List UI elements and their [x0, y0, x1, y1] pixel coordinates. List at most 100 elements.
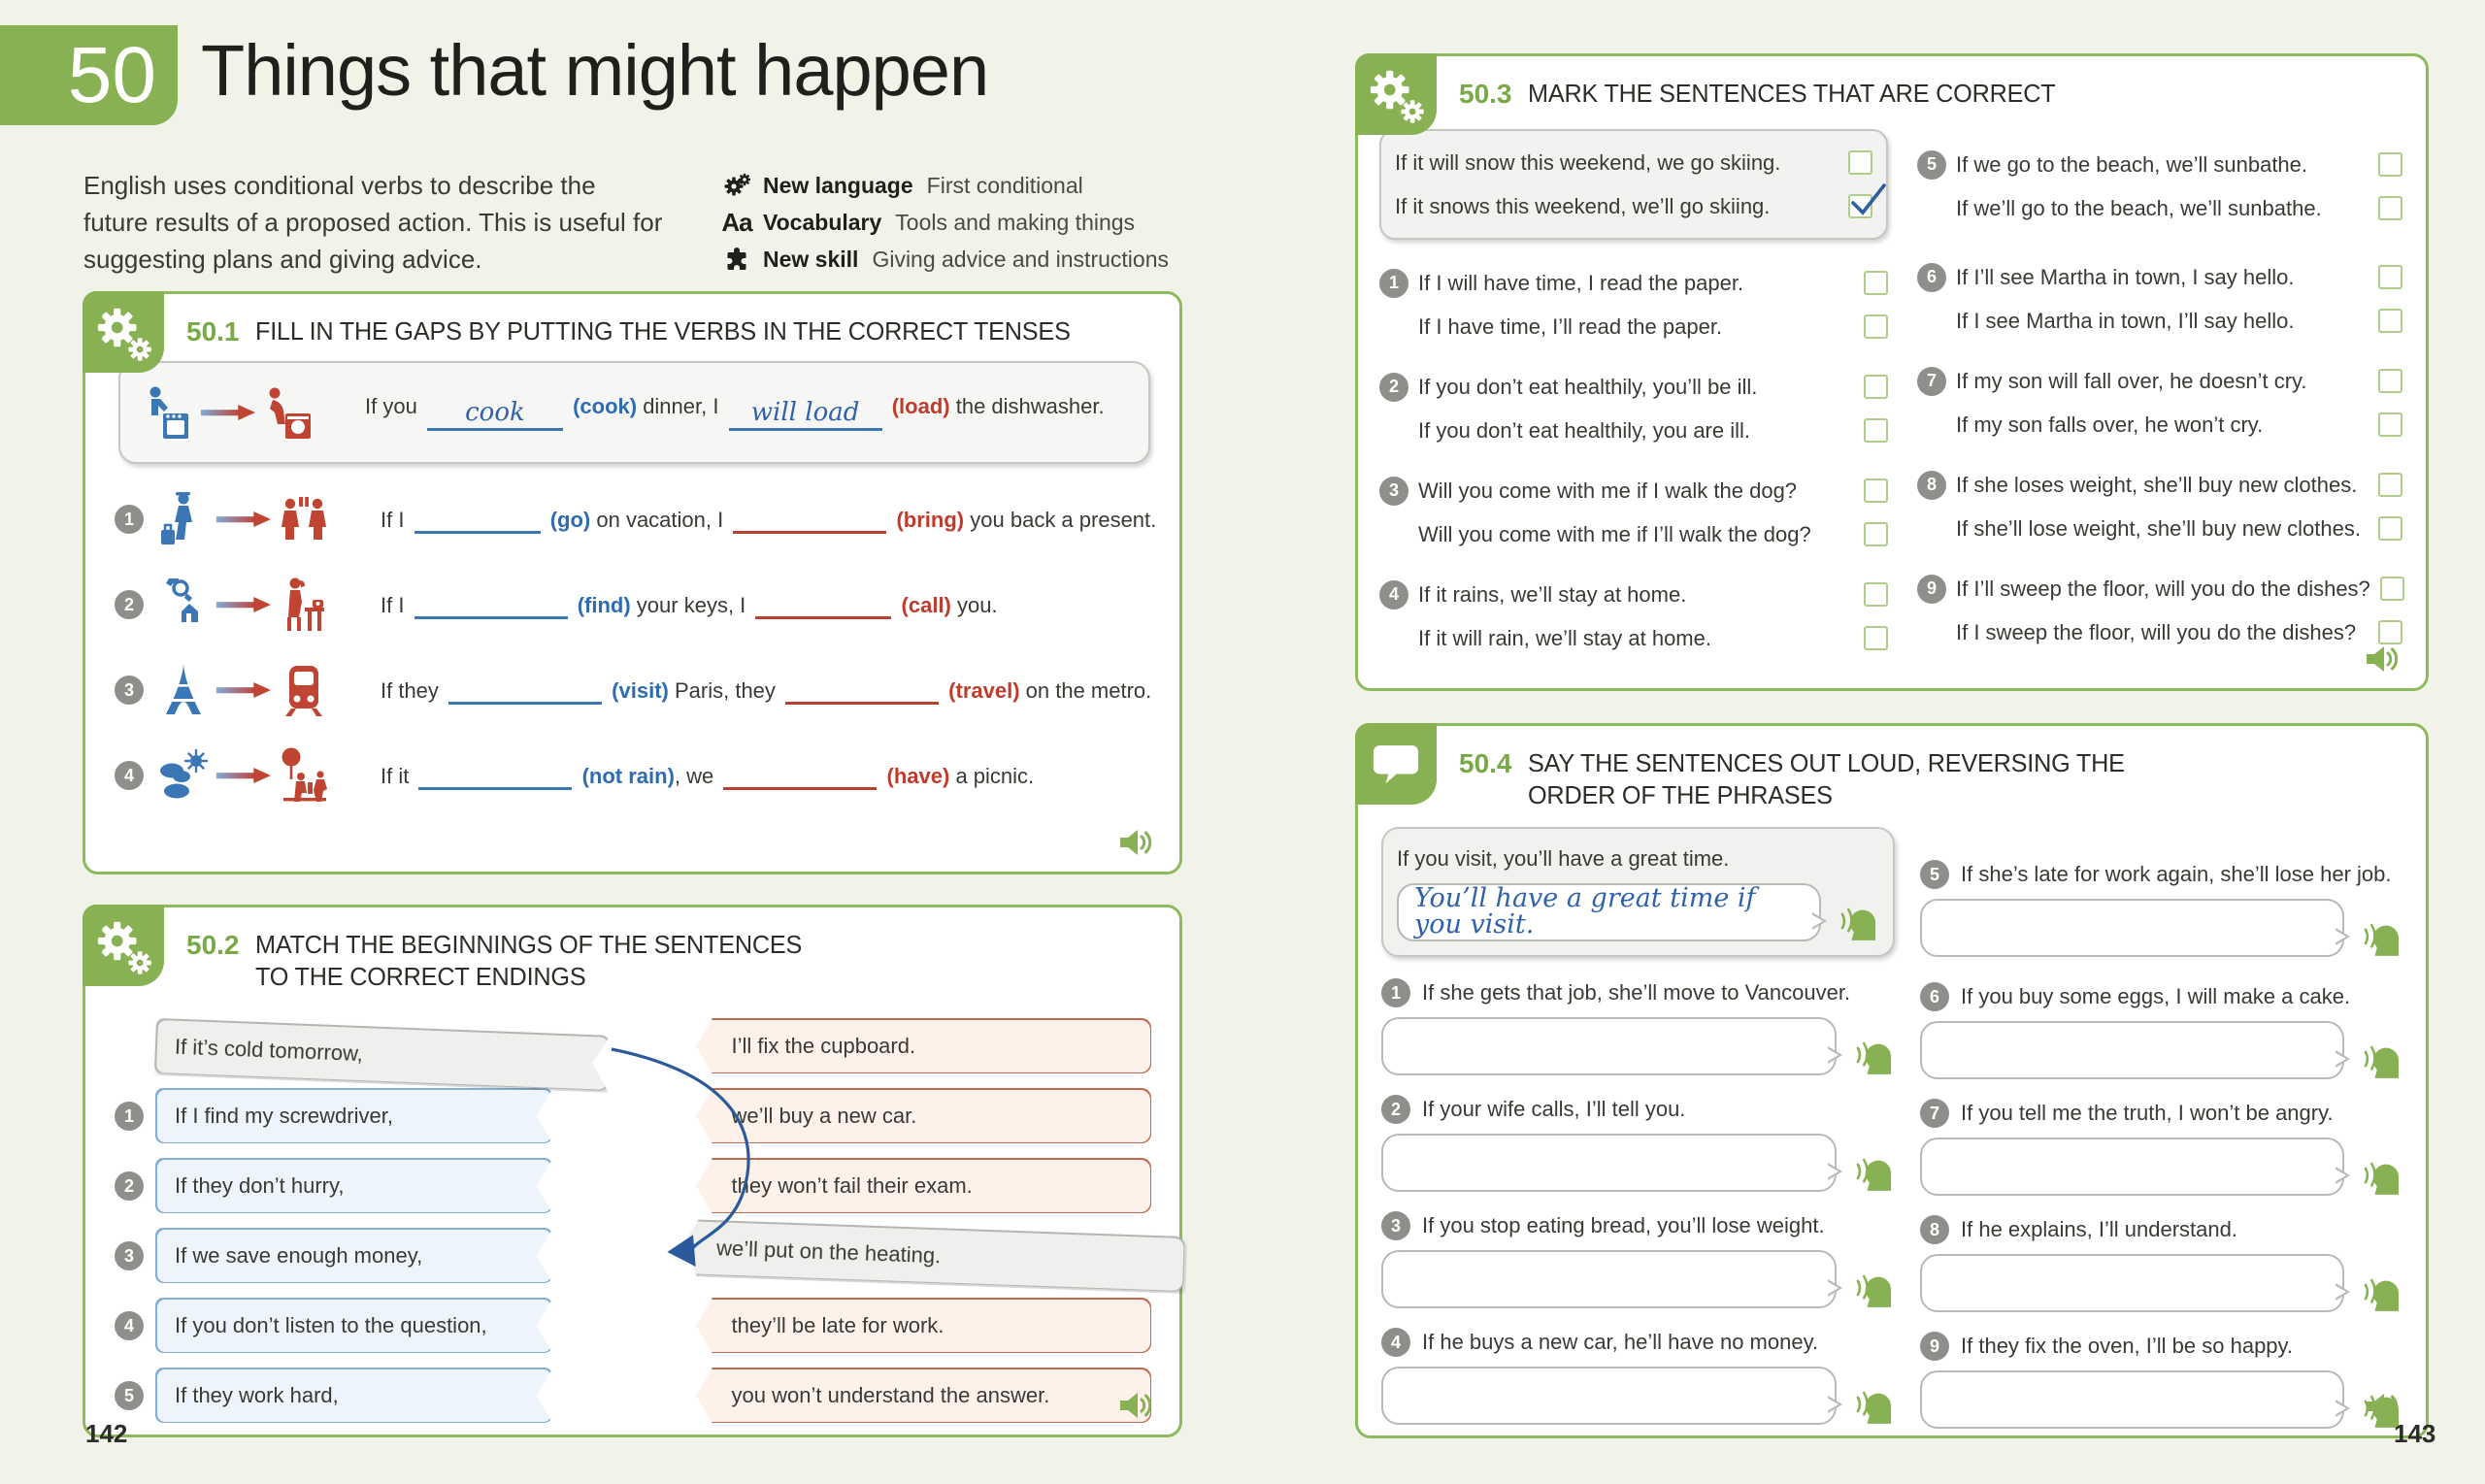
item-number-badge: 4	[1381, 1328, 1410, 1357]
checkbox[interactable]	[2378, 369, 2402, 393]
checkbox[interactable]	[2378, 152, 2402, 177]
match-ending-box[interactable]: I’ll fix the cupboard.	[697, 1020, 1150, 1072]
speech-bubble[interactable]	[1381, 1367, 1843, 1425]
checkbox[interactable]	[2378, 265, 2402, 289]
answer-blank[interactable]	[448, 676, 603, 705]
audio-speaker-icon[interactable]	[2364, 643, 2402, 675]
match-ending-box[interactable]: they won’t fail their exam.	[697, 1160, 1150, 1212]
speech-bubble[interactable]	[1920, 1021, 2350, 1079]
match-ending-row: I’ll fix the cupboard.	[697, 1020, 1150, 1072]
checkbox[interactable]	[2378, 516, 2402, 541]
match-beginning-box[interactable]: If it’s cold tomorrow,	[156, 1020, 608, 1090]
match-beginning-row: 4 If you don’t listen to the question,	[115, 1300, 551, 1352]
answer-blank[interactable]	[785, 676, 940, 705]
answer-blank[interactable]	[414, 590, 568, 619]
speech-bubble[interactable]	[1920, 899, 2350, 957]
checkbox[interactable]	[2378, 412, 2402, 437]
checkbox[interactable]	[1848, 150, 1872, 175]
checkbox[interactable]	[1864, 314, 1888, 339]
sentence: If my son falls over, he won’t cry.	[1956, 412, 2264, 437]
item-number-badge: 4	[115, 761, 144, 790]
item-number-badge: 3	[1379, 476, 1408, 506]
checkbox[interactable]	[2378, 309, 2402, 333]
exercise-title: SAY THE SENTENCES OUT LOUD, REVERSING TH…	[1527, 748, 2125, 809]
checkbox[interactable]	[1864, 271, 1888, 295]
info-row-new-skill: New skill Giving advice and instructions	[720, 241, 1169, 278]
match-beginning-box[interactable]: If they don’t hurry,	[157, 1160, 551, 1212]
audio-speaker-icon[interactable]	[1117, 827, 1156, 858]
weather-icon	[160, 748, 209, 799]
answer-blank[interactable]: will load	[728, 400, 882, 431]
item-number-badge: 6	[1917, 262, 1946, 292]
answer-blank[interactable]	[733, 505, 887, 534]
checkbox[interactable]	[1864, 418, 1888, 443]
checkbox[interactable]	[1864, 626, 1888, 650]
info-row-new-language: New language First conditional	[720, 167, 1169, 204]
prompt-sentence: If your wife calls, I’ll tell you.	[1422, 1097, 1686, 1121]
sentence: If it rains, we’ll stay at home.	[1418, 581, 1687, 607]
gap-sentence: If they (visit) Paris, they (travel) on …	[381, 676, 1151, 705]
answer-blank[interactable]	[414, 505, 541, 534]
sentence: If we go to the beach, we’ll sunbathe.	[1956, 151, 2308, 177]
exercise-number: 50.1	[186, 316, 240, 346]
gap-sentence: If you cook (cook) dinner, I will load (…	[365, 394, 1105, 431]
audio-speaker-icon[interactable]	[1117, 1390, 1156, 1421]
exercise-title: MARK THE SENTENCES THAT ARE CORRECT	[1527, 79, 2056, 108]
gap-sentence: If I (go) on vacation, I (bring) you bac…	[381, 505, 1156, 534]
speech-bubble[interactable]	[1381, 1017, 1843, 1075]
sentence: If it will rain, we’ll stay at home.	[1418, 625, 1711, 650]
match-beginning-box[interactable]: If we save enough money,	[157, 1230, 551, 1282]
answer-blank[interactable]: cook	[426, 400, 563, 431]
speech-bubble[interactable]	[1920, 1370, 2350, 1429]
checkbox[interactable]	[1864, 522, 1888, 546]
answer-blank[interactable]	[755, 590, 892, 619]
transform-arrow-icon	[215, 768, 272, 783]
sentence: If you don’t eat healthily, you are ill.	[1418, 417, 1751, 443]
answer-blank[interactable]	[418, 761, 573, 790]
example-box: If it will snow this weekend, we go skii…	[1379, 129, 1888, 240]
page-number-right: 143	[2394, 1419, 2436, 1448]
checkbox[interactable]	[1864, 478, 1888, 503]
speech-bubble[interactable]	[1381, 1250, 1843, 1308]
match-beginning-box[interactable]: If you don’t listen to the question,	[157, 1300, 551, 1352]
item-number-badge: 9	[1920, 1332, 1950, 1361]
exercise-50-4-panel: 50.4 SAY THE SENTENCES OUT LOUD, REVERSI…	[1355, 723, 2429, 1438]
checkbox-checked[interactable]	[1848, 183, 1886, 218]
sentence: If it will snow this weekend, we go skii…	[1395, 149, 1781, 175]
exercise-number: 50.2	[186, 930, 240, 960]
speech-bubble[interactable]: You’ll have a great time if you visit.	[1397, 883, 1828, 941]
match-ending-box[interactable]: we’ll put on the heating.	[680, 1221, 1184, 1291]
checkbox[interactable]	[2379, 577, 2404, 601]
info-row-vocabulary: Aa Vocabulary Tools and making things	[720, 204, 1169, 241]
match-ending-box[interactable]: they’ll be late for work.	[697, 1300, 1150, 1352]
checkbox[interactable]	[2378, 196, 2402, 220]
match-beginning-box[interactable]: If they work hard,	[157, 1369, 551, 1422]
checkbox[interactable]	[1864, 582, 1888, 607]
gears-icon	[1355, 53, 1437, 135]
pictograms	[157, 577, 365, 633]
checkbox[interactable]	[1864, 375, 1888, 399]
pictograms	[157, 747, 365, 804]
sentence: If my son will fall over, he doesn’t cry…	[1956, 368, 2307, 393]
mark-item: 4 If it rains, we’ll stay at home. If it …	[1379, 573, 1888, 660]
match-beginning-box[interactable]: If I find my screwdriver,	[157, 1090, 551, 1142]
speech-bubble[interactable]	[1920, 1254, 2350, 1312]
match-ending-box[interactable]: we’ll buy a new car.	[697, 1090, 1150, 1142]
speech-bubble[interactable]	[1920, 1138, 2350, 1196]
answer-blank[interactable]	[723, 761, 878, 790]
verb-hint: (call)	[901, 593, 951, 617]
speech-bubble[interactable]	[1381, 1134, 1843, 1192]
audio-speaker-icon[interactable]	[2364, 1391, 2402, 1422]
verb-hint: (find)	[577, 593, 631, 617]
checkbox[interactable]	[2378, 620, 2402, 644]
item-number-badge: 4	[1379, 579, 1408, 610]
checkbox[interactable]	[2378, 473, 2402, 497]
prompt-sentence: If she gets that job, she’ll move to Van…	[1422, 980, 1851, 1005]
match-ending-box[interactable]: you won’t understand the answer.	[697, 1369, 1150, 1422]
example-box: If you cook (cook) dinner, I will load (…	[118, 361, 1150, 464]
